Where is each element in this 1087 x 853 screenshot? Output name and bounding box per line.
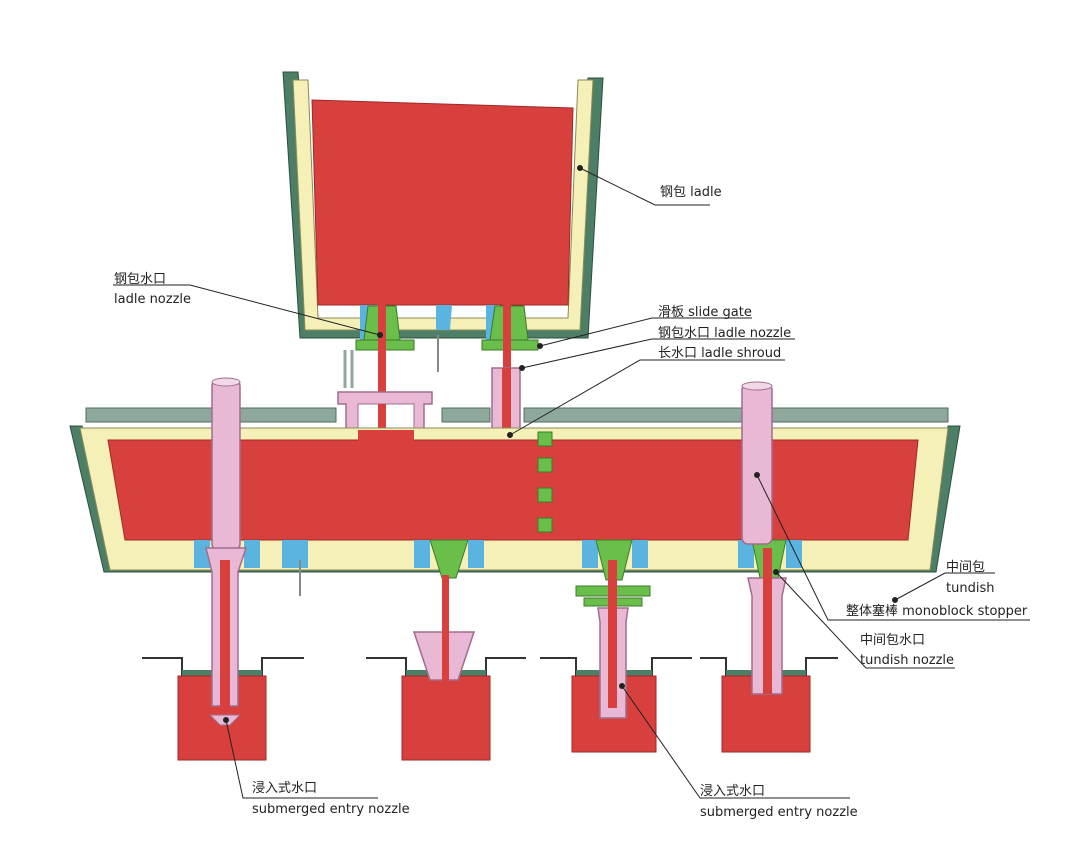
- label-sen-right-en: submerged entry nozzle: [700, 805, 858, 820]
- tundish-weir-3: [537, 487, 553, 503]
- tundish-cover-mid: [441, 407, 491, 423]
- mould-4: [700, 548, 838, 753]
- tundish-weir-4: [537, 517, 553, 533]
- ladle-molten-steel: [311, 99, 574, 306]
- tundish-well-block-3: [414, 540, 430, 568]
- mould-2: [366, 575, 526, 761]
- label-ladle: 钢包 ladle: [660, 185, 722, 200]
- leader-ladle-nozzle-left: [113, 284, 381, 336]
- tundish-well-block-7: [738, 540, 754, 568]
- tundish-nozzle-2: [429, 539, 469, 579]
- tundish-well-block-8: [786, 540, 802, 568]
- tundish-well-block-2: [244, 540, 260, 568]
- tundish-well-block-4: [468, 540, 484, 568]
- mould-3: [540, 560, 692, 753]
- label-tundish-cn: 中间包: [946, 560, 985, 575]
- leader-tundish: [894, 572, 995, 601]
- ladle-well-block-mid: [436, 305, 452, 330]
- leader-monoblock-stopper: [756, 474, 1030, 621]
- tundish-weir-2: [537, 457, 553, 473]
- monoblock-stopper-left: [211, 377, 241, 551]
- label-sen-left-en: submerged entry nozzle: [252, 802, 410, 817]
- leader-tundish-nozzle: [775, 571, 955, 669]
- tundish: [69, 407, 961, 596]
- leader-slide-gate: [539, 317, 752, 347]
- leader-ladle-shroud: [509, 359, 785, 436]
- tundish-molten-steel: [107, 439, 919, 541]
- label-ladle-nozzle-right: 钢包水口 ladle nozzle: [658, 326, 791, 341]
- label-sen-left-cn: 浸入式水口: [252, 781, 317, 796]
- leader-sen-left: [225, 719, 378, 799]
- mould-1: [142, 547, 304, 761]
- ladle-stream-left: [378, 300, 386, 450]
- tundish-weir-1: [537, 431, 553, 447]
- label-ladle-nozzle-left-cn: 钢包水口: [114, 272, 166, 287]
- label-ladle-nozzle-left-en: ladle nozzle: [114, 292, 191, 307]
- tundish-cover-left: [85, 407, 337, 423]
- tundish-well-block-6: [632, 540, 648, 568]
- label-monoblock-stopper: 整体塞棒 monoblock stopper: [846, 603, 1028, 619]
- tundish-well-block-5: [582, 540, 598, 568]
- tundish-cover-right: [523, 407, 949, 423]
- ladle: [282, 71, 604, 450]
- leader-ladle: [579, 167, 710, 206]
- label-tundish-nozzle-en: tundish nozzle: [860, 653, 954, 668]
- tundish-well-block-9: [282, 540, 308, 568]
- tundish-well-block-1: [194, 540, 210, 568]
- labels: 钢包 ladle 钢包水口 ladle nozzle 滑板 slide gate…: [114, 185, 1028, 820]
- leader-sen-right: [621, 685, 850, 799]
- label-sen-right-cn: 浸入式水口: [700, 784, 765, 799]
- leader-ladle-nozzle-right: [521, 338, 795, 369]
- slide-gate-spring-left: [343, 350, 354, 388]
- label-tundish-en: tundish: [946, 581, 994, 596]
- label-ladle-shroud: 长水口 ladle shroud: [658, 346, 781, 361]
- leader-lines: [113, 165, 1030, 799]
- label-tundish-nozzle-cn: 中间包水口: [860, 633, 925, 648]
- label-slide-gate: 滑板 slide gate: [658, 305, 752, 320]
- monoblock-stopper-right: [741, 381, 773, 545]
